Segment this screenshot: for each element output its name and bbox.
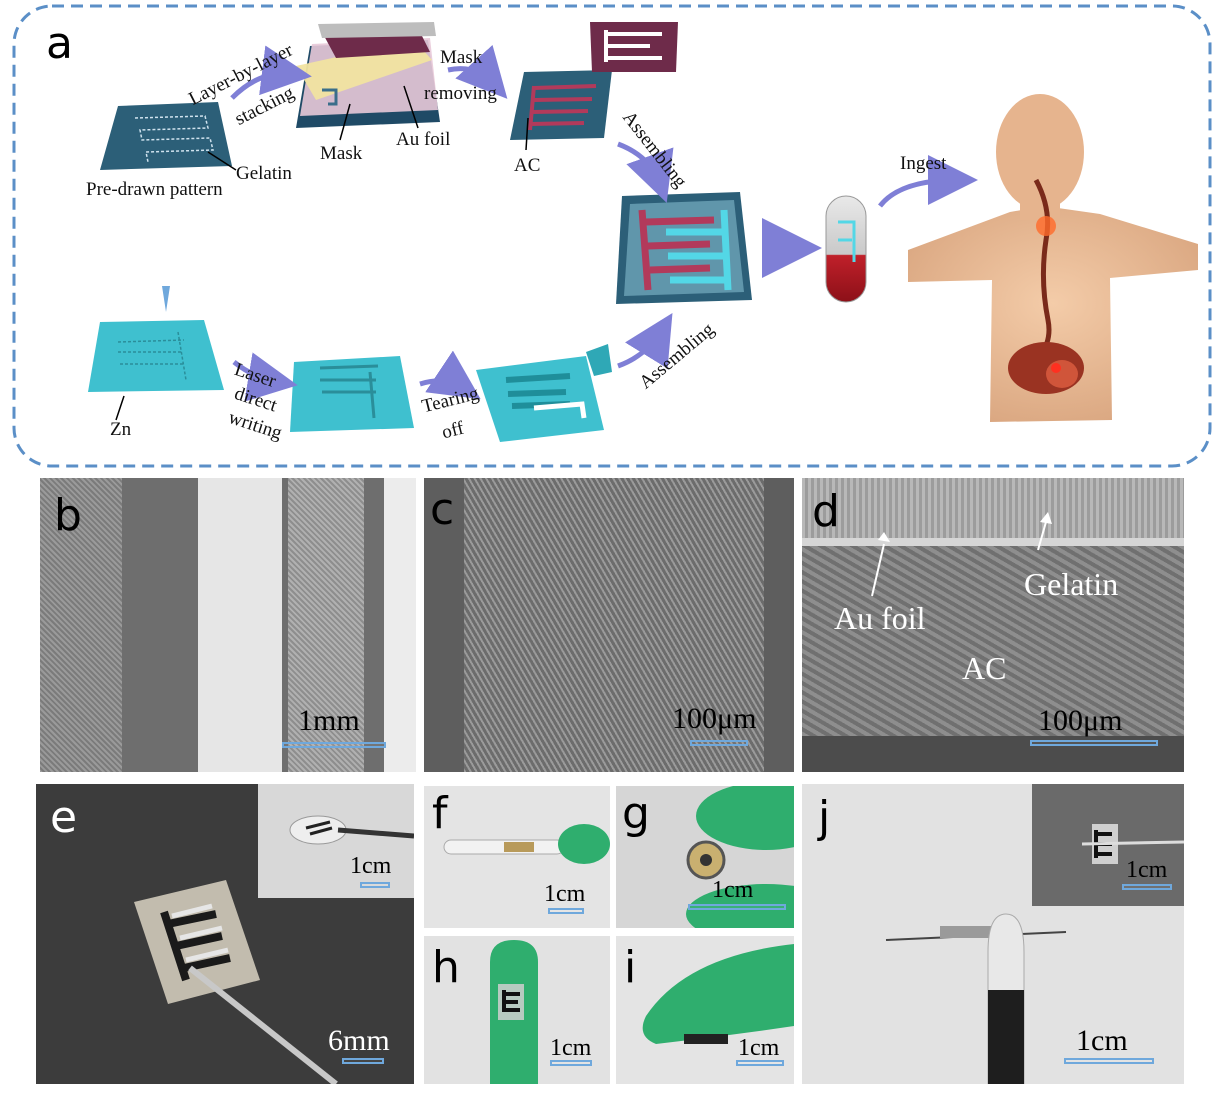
panel-a-border bbox=[12, 4, 1212, 468]
panel-f-scale-label: 1cm bbox=[544, 881, 586, 907]
label-au-foil: Au foil bbox=[396, 129, 451, 150]
label-ingest: Ingest bbox=[900, 153, 947, 174]
panel-h-photo: h 1cm bbox=[424, 936, 610, 1084]
panel-c-sem: c 100μm bbox=[424, 478, 794, 772]
panel-d-label-gelatin: Gelatin bbox=[1024, 566, 1119, 602]
panel-j-inset: 1cm bbox=[1032, 784, 1184, 906]
label-mask-removing-2: removing bbox=[424, 83, 497, 104]
zn-substrate-1 bbox=[88, 286, 224, 392]
panel-g-photo: g 1cm bbox=[616, 786, 794, 928]
panel-j-letter: j bbox=[818, 792, 831, 843]
panel-c-scale-label: 100μm bbox=[672, 702, 757, 735]
panel-h-letter: h bbox=[432, 942, 460, 993]
panel-j-scale-label: 1cm bbox=[1076, 1024, 1128, 1057]
panel-f-scale-bar bbox=[548, 908, 584, 914]
panel-i-letter: i bbox=[624, 942, 637, 993]
panel-d-sem: d Au foil Gelatin AC 100μm bbox=[802, 478, 1184, 772]
arrow-ingest bbox=[878, 155, 978, 208]
mask-removed-substrate bbox=[510, 70, 612, 140]
arrow-assembling-bottom bbox=[617, 312, 673, 369]
panel-f-photo: f 1cm bbox=[424, 786, 610, 928]
panel-e-inset: 1cm bbox=[258, 784, 414, 898]
zn-substrate-3 bbox=[476, 344, 612, 442]
arrow-tearing bbox=[419, 350, 481, 400]
panel-i-photo: i 1cm bbox=[616, 936, 794, 1084]
panel-b-sem: b 1mm bbox=[40, 478, 416, 772]
panel-f-letter: f bbox=[432, 788, 448, 839]
panel-e-device bbox=[134, 880, 338, 1084]
label-gelatin: Gelatin bbox=[236, 163, 292, 184]
panel-g-scale-label: 1cm bbox=[712, 877, 754, 903]
zn-substrate-2 bbox=[290, 356, 414, 432]
panel-d-label-ac: AC bbox=[962, 650, 1007, 686]
mask-piece bbox=[590, 22, 678, 72]
label-mask-removing-1: Mask bbox=[440, 47, 483, 68]
panel-h-scale-bar bbox=[550, 1060, 592, 1066]
panel-i-scale-label: 1cm bbox=[738, 1035, 780, 1061]
panel-j-scene bbox=[885, 913, 1067, 1084]
panel-e-letter: e bbox=[50, 792, 78, 843]
panel-a-illustration bbox=[12, 4, 1212, 468]
panel-j-scale-bar bbox=[1064, 1058, 1154, 1064]
panel-j-inset-scale-label: 1cm bbox=[1126, 857, 1168, 883]
panel-e-scale-label: 6mm bbox=[328, 1024, 390, 1057]
panel-e-inset-scale-bar bbox=[360, 882, 390, 888]
label-zn: Zn bbox=[110, 419, 132, 440]
panel-d-scale-bar bbox=[1030, 740, 1158, 746]
label-pre-drawn-pattern: Pre-drawn pattern bbox=[86, 179, 223, 200]
panel-d-annotation-arrows bbox=[871, 512, 1052, 597]
panel-e-scale-bar bbox=[342, 1058, 384, 1064]
panel-j-inset-scale-bar bbox=[1122, 884, 1172, 890]
pre-drawn-substrate bbox=[100, 102, 232, 170]
panel-g-letter: g bbox=[622, 788, 650, 839]
panel-d-label-au-foil: Au foil bbox=[834, 600, 926, 636]
panel-b-scale-bar bbox=[282, 742, 386, 748]
panel-d-scale-label: 100μm bbox=[1038, 704, 1123, 737]
panel-c-letter: c bbox=[430, 484, 455, 535]
panel-d-letter: d bbox=[812, 486, 840, 537]
arrow-assembling-top bbox=[617, 141, 674, 203]
panel-b-scale-label: 1mm bbox=[298, 704, 360, 737]
arrow-mask-removing bbox=[447, 44, 508, 99]
stacking-layers bbox=[296, 22, 440, 128]
panel-i-scale-bar bbox=[736, 1060, 784, 1066]
arrow-stacking bbox=[230, 45, 312, 100]
human-body bbox=[908, 94, 1198, 422]
panel-e-photo: 1cm e 6mm bbox=[36, 784, 414, 1084]
panel-c-scale-bar bbox=[690, 740, 748, 746]
label-mask: Mask bbox=[320, 143, 363, 164]
capsule bbox=[825, 195, 867, 303]
panel-j-photo: 1cm j 1cm bbox=[802, 784, 1184, 1084]
panel-b-letter: b bbox=[54, 490, 82, 541]
panel-a-letter: a bbox=[46, 18, 73, 69]
panel-h-scale-label: 1cm bbox=[550, 1035, 592, 1061]
label-ac: AC bbox=[514, 155, 541, 176]
panel-g-scale-bar bbox=[688, 904, 786, 910]
assembled-device bbox=[616, 192, 752, 304]
panel-a: a Layer-by-layer stacking Mask removing … bbox=[0, 0, 1223, 470]
arrow-laser bbox=[232, 352, 298, 402]
panel-e-inset-scale-label: 1cm bbox=[350, 853, 392, 879]
